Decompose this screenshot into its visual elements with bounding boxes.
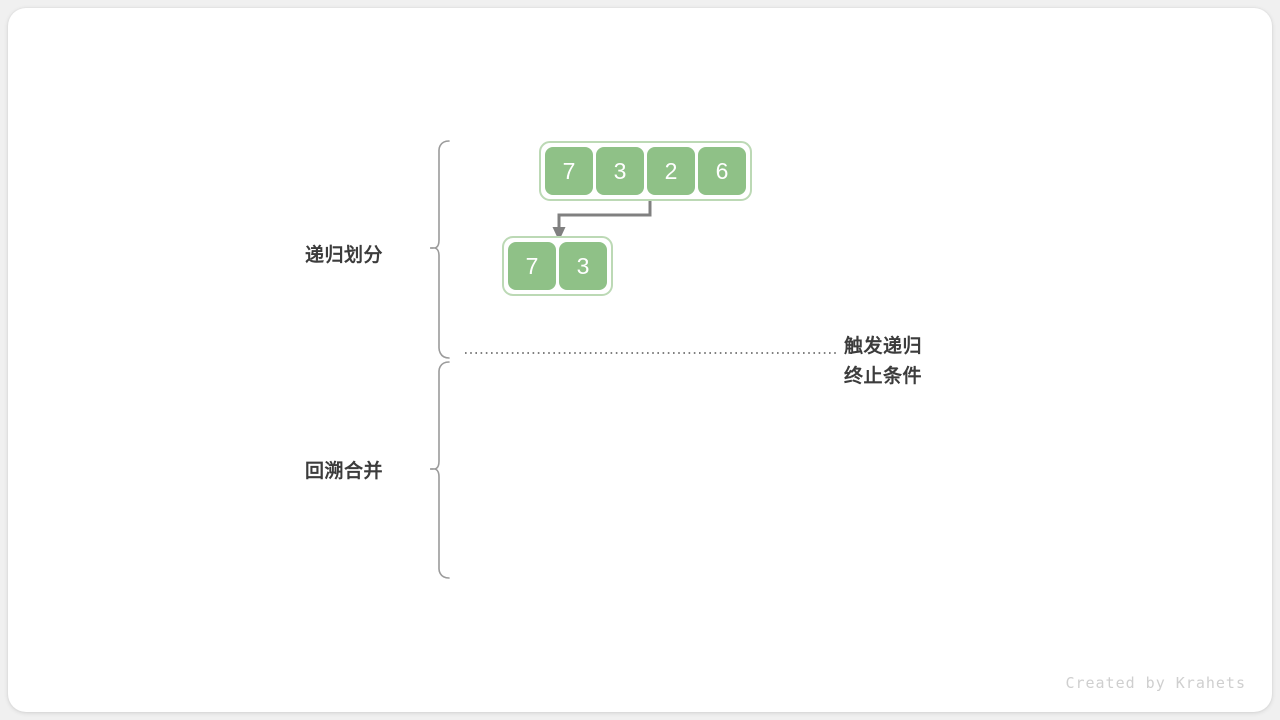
label-merge-phase: 回溯合并 bbox=[305, 461, 384, 482]
split-arrow-head bbox=[552, 227, 566, 241]
merge-sort-diagram: 7 3 2 6 7 3 递归划分 回溯合并 触发递归 终止条件 Created … bbox=[8, 8, 1272, 712]
label-divide-phase: 递归划分 bbox=[305, 245, 384, 266]
brace-divide bbox=[429, 140, 450, 359]
array-cell: 2 bbox=[647, 147, 695, 195]
array-cell: 7 bbox=[545, 147, 593, 195]
brace-merge bbox=[429, 361, 450, 579]
diagram-card: 7 3 2 6 7 3 递归划分 回溯合并 触发递归 终止条件 Created … bbox=[8, 8, 1272, 712]
watermark-credit: Created by Krahets bbox=[1065, 674, 1246, 692]
array-cell: 3 bbox=[596, 147, 644, 195]
array-cell: 6 bbox=[698, 147, 746, 195]
split-arrow bbox=[557, 198, 652, 229]
array-level-0: 7 3 2 6 bbox=[539, 141, 752, 201]
label-termination-line1: 触发递归 bbox=[844, 336, 923, 357]
label-termination-line2: 终止条件 bbox=[844, 366, 923, 387]
array-cell: 7 bbox=[508, 242, 556, 290]
array-cell: 3 bbox=[559, 242, 607, 290]
array-level-1: 7 3 bbox=[502, 236, 613, 296]
diagram-vector-layer bbox=[429, 140, 838, 579]
